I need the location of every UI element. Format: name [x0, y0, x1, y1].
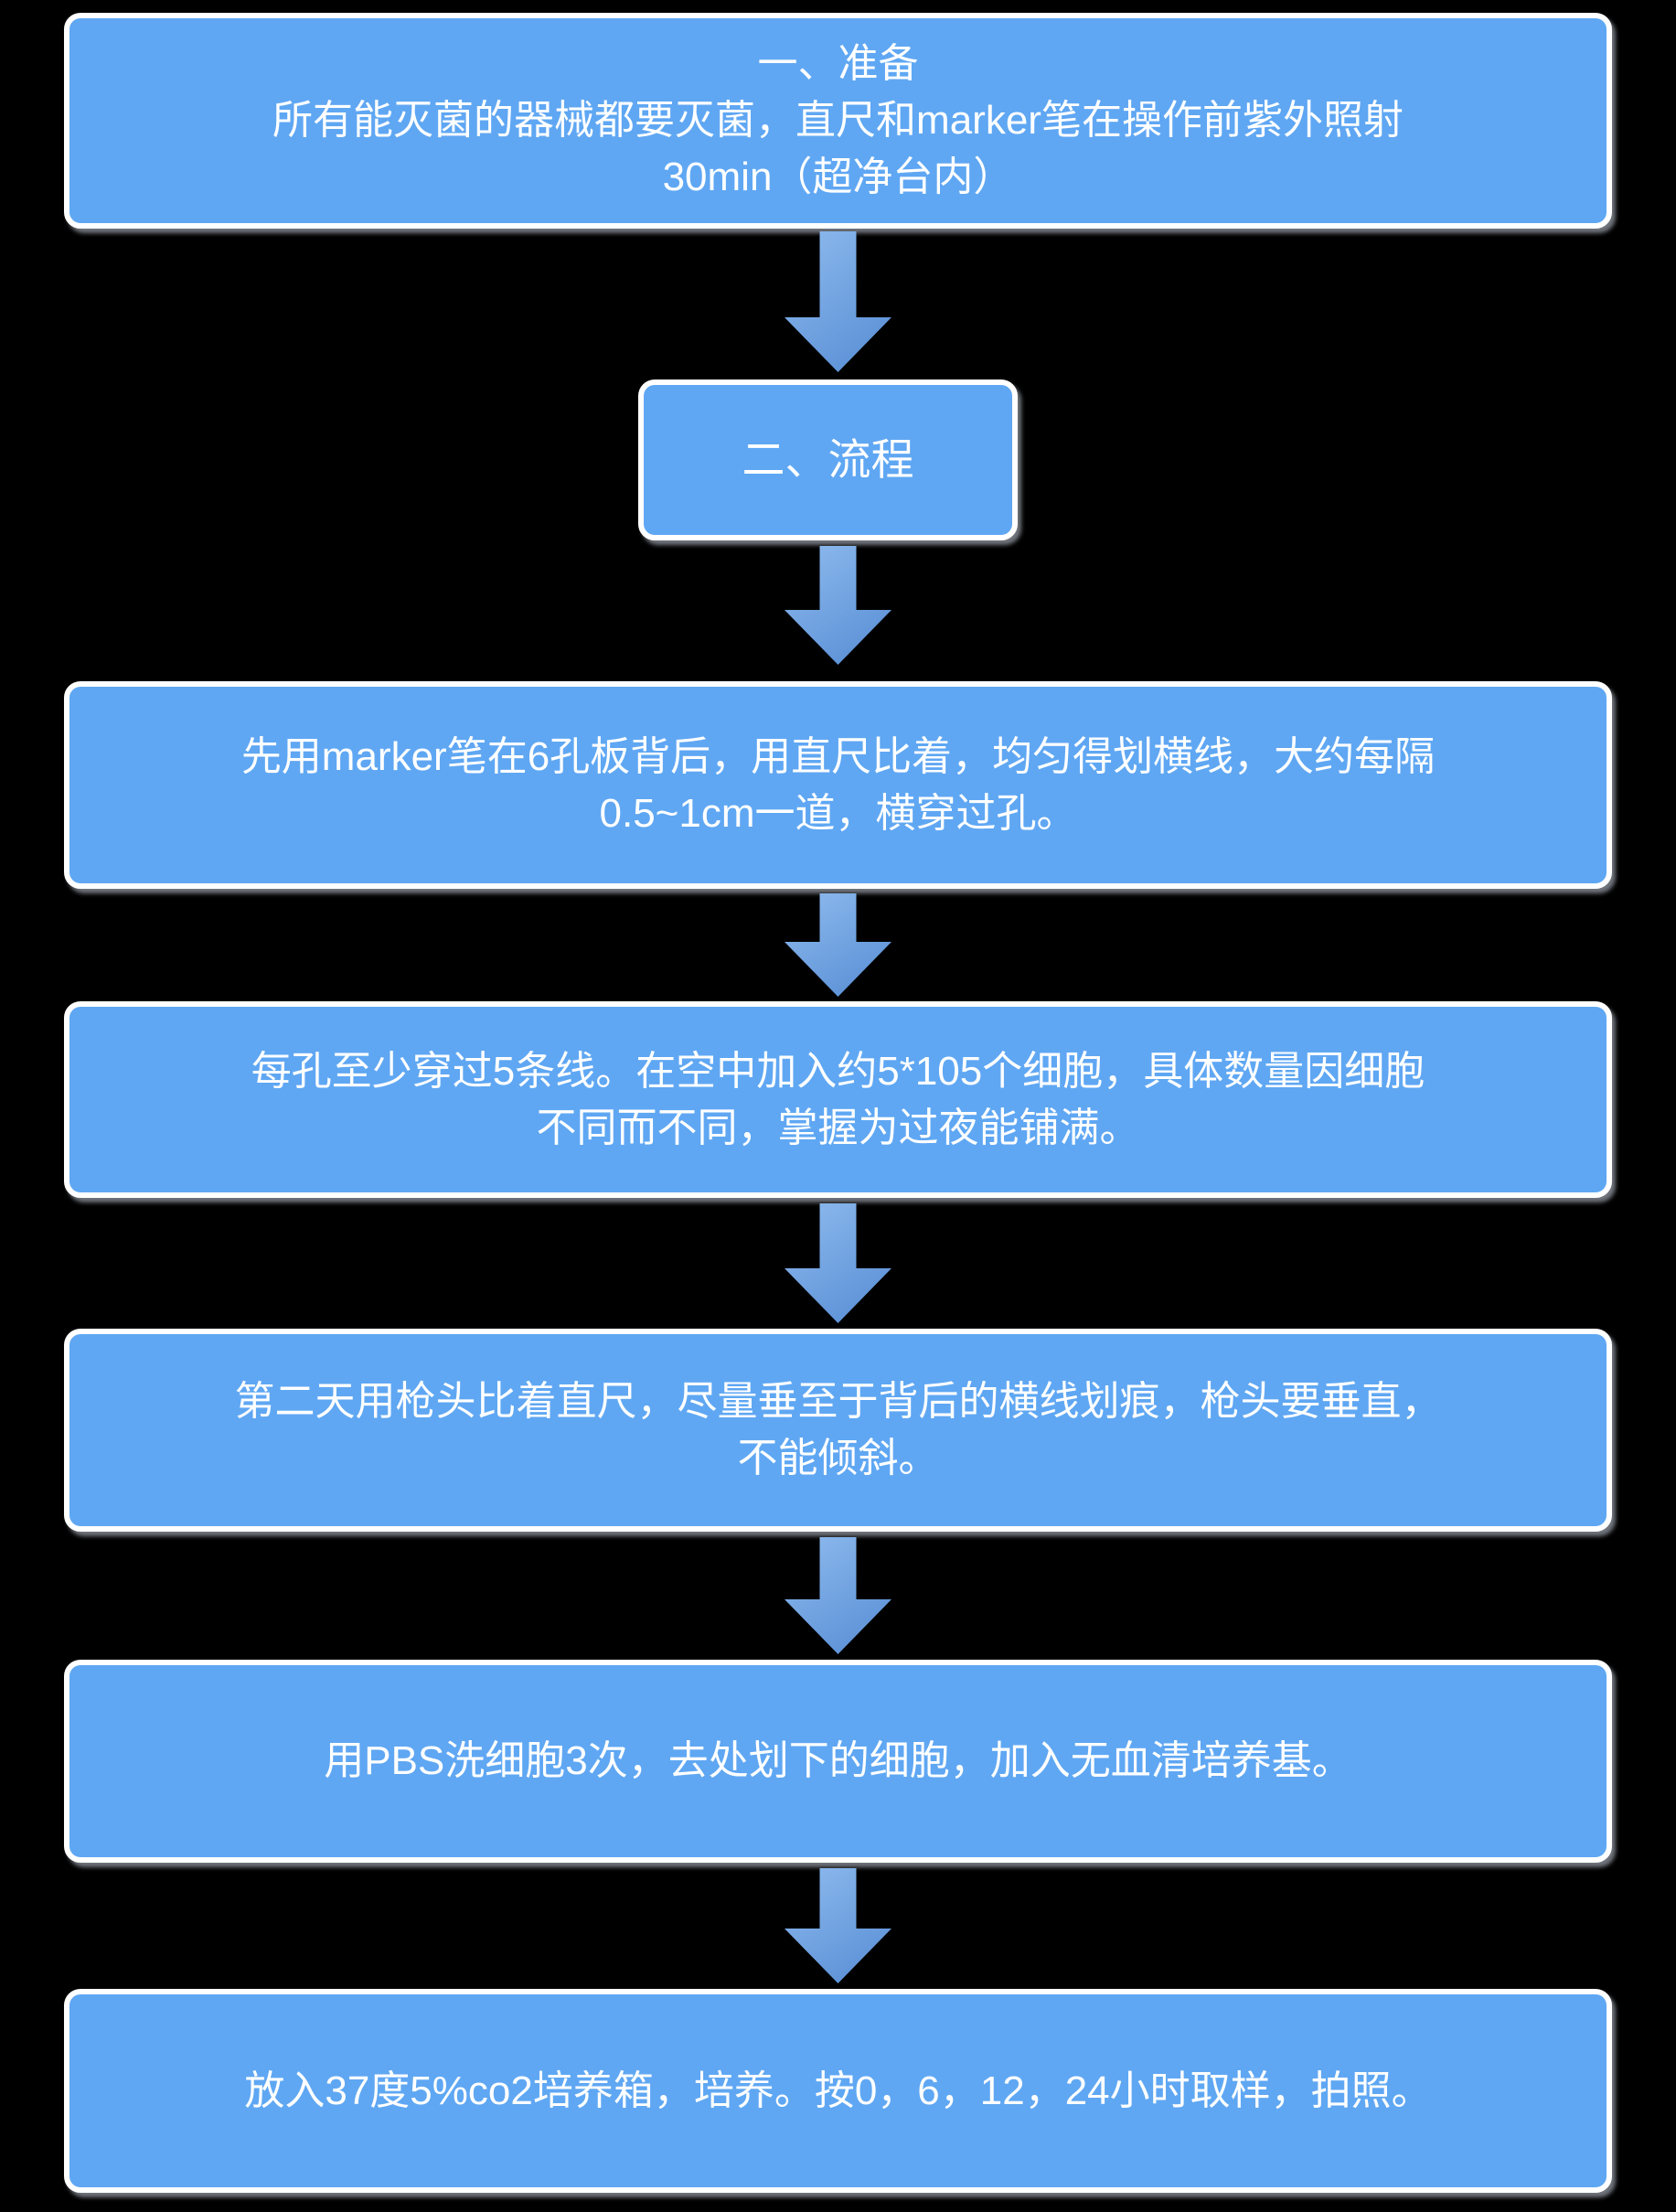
flow-node-seed-cells: 每孔至少穿过5条线。在空中加入约5*105个细胞，具体数量因细胞 不同而不同，掌… [64, 1001, 1612, 1198]
down-arrow-icon [785, 546, 891, 665]
node-text-line: 每孔至少穿过5条线。在空中加入约5*105个细胞，具体数量因细胞 [251, 1048, 1425, 1094]
down-arrow-icon [785, 231, 891, 372]
flow-node-process-header: 二、流程 [638, 379, 1018, 540]
down-arrow-icon [785, 893, 891, 997]
node-text-line: 不能倾斜。 [737, 1436, 939, 1480]
node-text-line: 所有能灭菌的器械都要灭菌，直尺和marker笔在操作前紫外照射 [272, 98, 1404, 143]
node-text-line: 30min（超净台内） [662, 155, 1014, 199]
node-text-line: 先用marker笔在6孔板背后，用直尺比着，均匀得划横线，大约每隔 [240, 733, 1436, 779]
node-text-line: 不同而不同，掌握为过夜能铺满。 [536, 1105, 1140, 1150]
flow-node-prepare: 一、准备 所有能灭菌的器械都要灭菌，直尺和marker笔在操作前紫外照射 30m… [64, 13, 1612, 229]
down-arrow-icon [785, 1203, 891, 1323]
flow-node-scratch: 第二天用枪头比着直尺，尽量垂至于背后的横线划痕，枪头要垂直， 不能倾斜。 [64, 1329, 1612, 1532]
node-text-line: 一、准备 [757, 41, 919, 86]
node-text-line: 用PBS洗细胞3次，去处划下的细胞，加入无血清培养基。 [324, 1738, 1352, 1783]
flow-node-wash: 用PBS洗细胞3次，去处划下的细胞，加入无血清培养基。 [64, 1660, 1612, 1863]
node-text-line: 第二天用枪头比着直尺，尽量垂至于背后的横线划痕，枪头要垂直， [234, 1379, 1442, 1424]
node-text-line: 0.5~1cm一道，横穿过孔。 [599, 790, 1077, 836]
down-arrow-icon [785, 1868, 891, 1983]
node-text-line: 二、流程 [742, 435, 914, 484]
flow-node-draw-lines: 先用marker笔在6孔板背后，用直尺比着，均匀得划横线，大约每隔 0.5~1c… [64, 681, 1612, 889]
flow-node-incubate: 放入37度5%co2培养箱，培养。按0，6，12，24小时取样，拍照。 [64, 1989, 1612, 2193]
node-text-line: 放入37度5%co2培养箱，培养。按0，6，12，24小时取样，拍照。 [244, 2068, 1432, 2113]
down-arrow-icon [785, 1537, 891, 1654]
